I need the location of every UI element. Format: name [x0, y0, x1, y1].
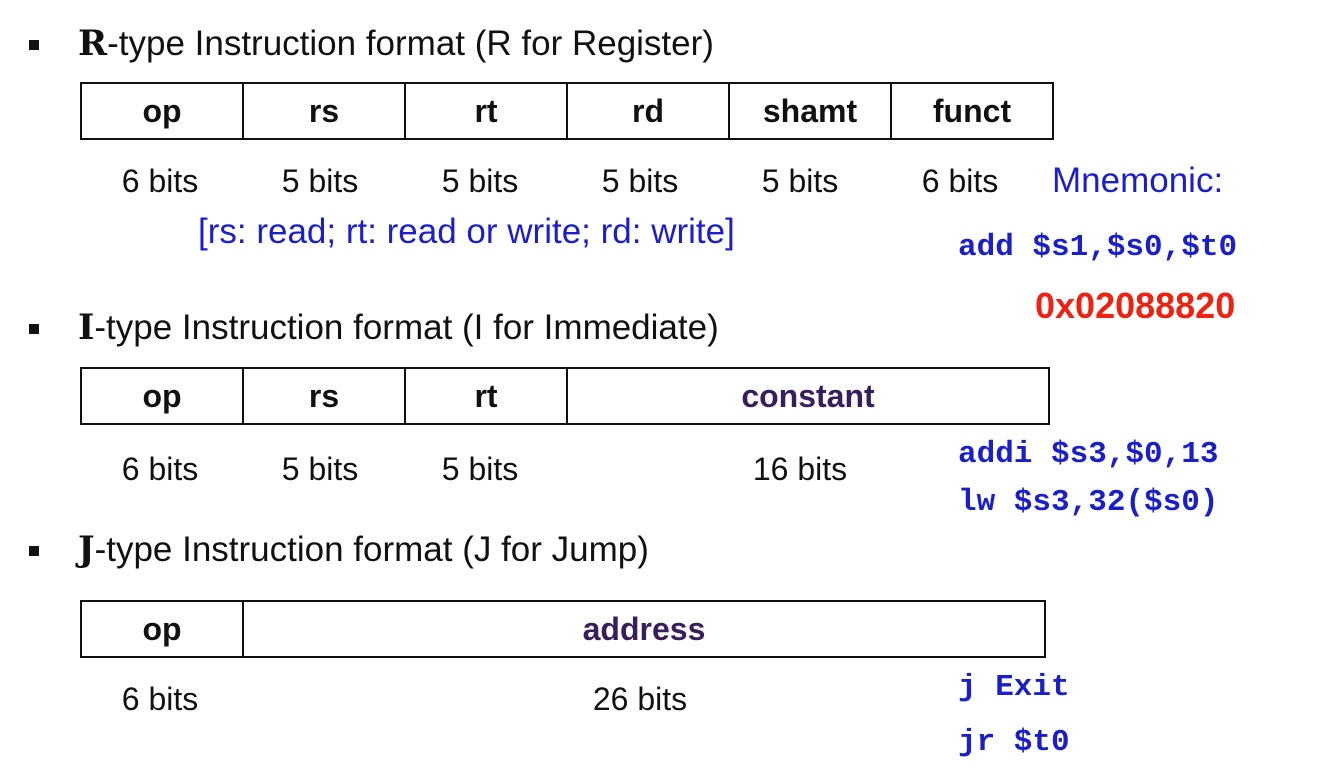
j-type-example-j: j Exit — [958, 670, 1070, 705]
i-bits-rt: 5 bits — [441, 451, 519, 487]
r-bits-rs: 5 bits — [281, 163, 359, 199]
r-field-rd: rd — [566, 82, 730, 140]
r-bits-shamt: 5 bits — [761, 163, 839, 199]
i-type-heading: I-type Instruction format (I for Immedia… — [78, 308, 719, 348]
i-type-bullet — [29, 324, 39, 334]
r-field-rs: rs — [242, 82, 406, 140]
i-bits-constant: 16 bits — [752, 451, 848, 487]
machine-code-hex: 0x02088820 — [1035, 285, 1236, 326]
mnemonic-label: Mnemonic: — [1052, 161, 1224, 200]
r-field-shamt: shamt — [728, 82, 892, 140]
r-field-rt: rt — [404, 82, 568, 140]
i-type-format-table: op rs rt constant — [80, 367, 1050, 425]
i-field-op: op — [80, 367, 244, 425]
i-type-field-row: op rs rt constant — [80, 367, 1050, 425]
j-bits-address: 26 bits — [592, 681, 688, 717]
i-field-constant: constant — [566, 367, 1050, 425]
r-bits-rd: 5 bits — [601, 163, 679, 199]
j-type-field-row: op address — [80, 600, 1046, 658]
register-usage-note: [rs: read; rt: read or write; rd: write] — [198, 212, 735, 251]
j-type-example-jr: jr $t0 — [958, 725, 1070, 760]
j-type-bullet — [29, 546, 39, 556]
r-field-op: op — [80, 82, 244, 140]
r-bits-op: 6 bits — [121, 163, 199, 199]
j-type-letter: J — [78, 529, 95, 570]
i-bits-rs: 5 bits — [281, 451, 359, 487]
i-field-rs: rs — [242, 367, 406, 425]
j-field-op: op — [80, 600, 244, 658]
r-type-letter: R — [78, 23, 108, 64]
r-type-example: add $s1,$s0,$t0 — [958, 230, 1238, 265]
r-type-heading: R-type Instruction format (R for Registe… — [78, 24, 714, 64]
i-field-rt: rt — [404, 367, 568, 425]
i-type-heading-text: -type Instruction format (I for Immediat… — [94, 308, 719, 347]
i-type-example-addi: addi $s3,$0,13 — [958, 437, 1219, 472]
i-bits-op: 6 bits — [121, 451, 199, 487]
j-type-heading: J-type Instruction format (J for Jump) — [78, 530, 649, 570]
r-type-format-table: op rs rt rd shamt funct — [80, 82, 1054, 140]
j-bits-op: 6 bits — [121, 681, 199, 717]
r-field-funct: funct — [890, 82, 1054, 140]
j-type-heading-text: -type Instruction format (J for Jump) — [94, 530, 649, 569]
j-field-address: address — [242, 600, 1046, 658]
j-type-format-table: op address — [80, 600, 1046, 658]
r-bits-funct: 6 bits — [921, 163, 999, 199]
r-bits-rt: 5 bits — [441, 163, 519, 199]
i-type-example-lw: lw $s3,32($s0) — [958, 485, 1219, 520]
i-type-letter: I — [78, 307, 95, 348]
r-type-bullet — [29, 40, 39, 50]
r-type-heading-text: -type Instruction format (R for Register… — [107, 24, 714, 63]
r-type-field-row: op rs rt rd shamt funct — [80, 82, 1054, 140]
